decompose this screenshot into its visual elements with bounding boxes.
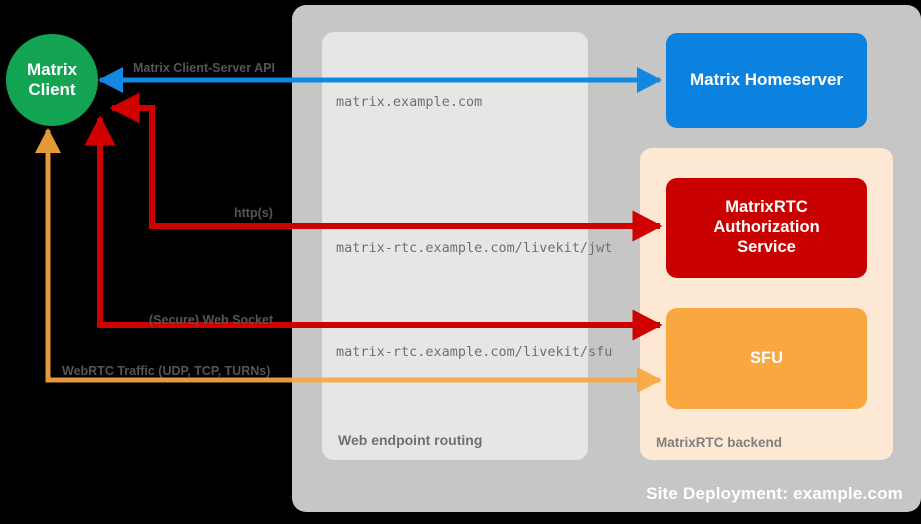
matrixrtc-auth-line1: MatrixRTC: [725, 198, 808, 217]
flow-label-secure-web-socket: (Secure) Web Socket: [149, 313, 274, 327]
flow-label-https: http(s): [234, 206, 273, 220]
endpoint-matrix-example-com: matrix.example.com: [336, 94, 483, 110]
sfu-label: SFU: [750, 348, 783, 367]
matrixrtc-auth-label: MatrixRTC Authorization Service: [713, 198, 819, 257]
node-matrix-homeserver[interactable]: Matrix Homeserver: [666, 33, 867, 128]
node-matrix-client[interactable]: Matrix Client: [6, 34, 98, 126]
endpoint-livekit-sfu: matrix-rtc.example.com/livekit/sfu: [336, 344, 613, 360]
matrix-client-label-line1: Matrix: [26, 60, 78, 80]
node-matrixrtc-authorization-service[interactable]: MatrixRTC Authorization Service: [666, 178, 867, 278]
matrixrtc-auth-line3: Service: [737, 237, 796, 256]
web-endpoint-routing-label: Web endpoint routing: [338, 432, 483, 448]
endpoint-livekit-jwt: matrix-rtc.example.com/livekit/jwt: [336, 240, 613, 256]
web-endpoint-routing-box: matrix.example.com matrix-rtc.example.co…: [322, 32, 612, 460]
matrixrtc-auth-line2: Authorization: [713, 218, 820, 237]
flow-label-matrix-client-server-api: Matrix Client-Server API: [133, 61, 275, 75]
flow-label-webrtc-traffic: WebRTC Traffic (UDP, TCP, TURNs): [62, 364, 271, 378]
site-deployment-label: Site Deployment: example.com: [646, 484, 903, 503]
matrix-homeserver-label: Matrix Homeserver: [689, 70, 844, 90]
node-sfu[interactable]: SFU: [666, 308, 867, 409]
matrixrtc-backend-label: MatrixRTC backend: [656, 435, 783, 450]
matrix-client-label-line2: Client: [28, 80, 76, 99]
